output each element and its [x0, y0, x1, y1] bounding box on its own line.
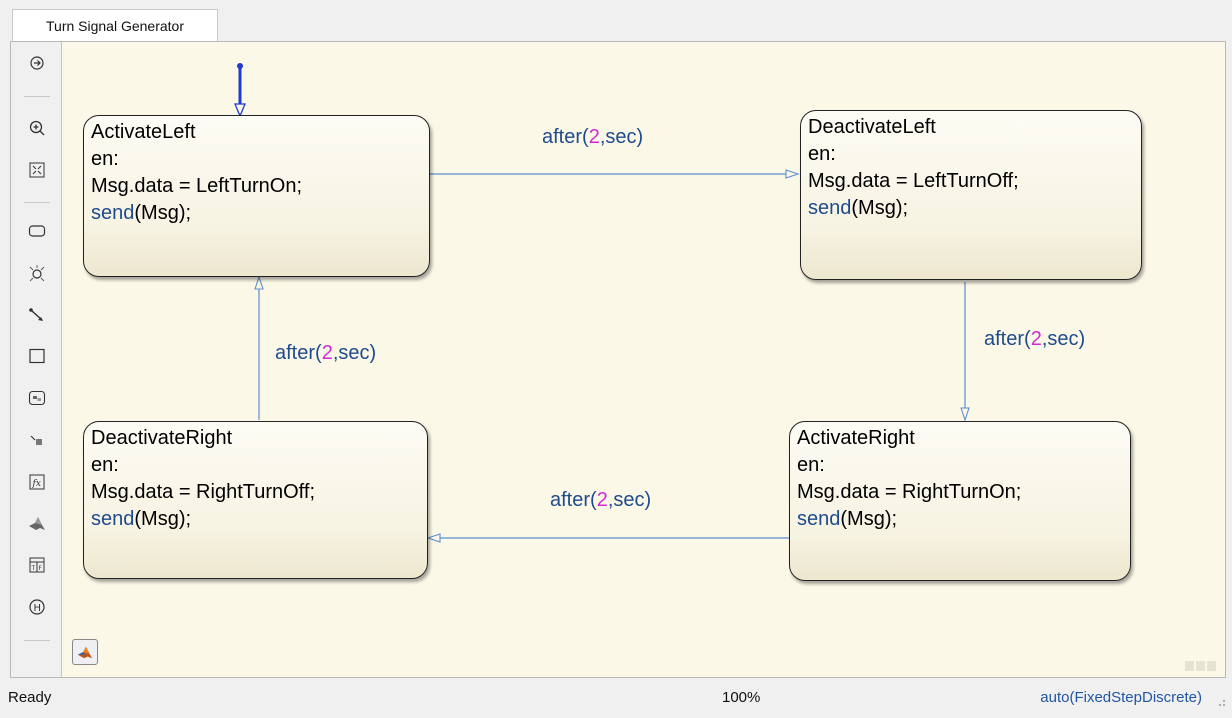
box-icon[interactable] [25, 345, 49, 367]
transition-arrowhead [254, 275, 264, 290]
send-keyword: send [797, 508, 841, 530]
canvas-scroll-grip[interactable] [1185, 661, 1217, 671]
tab-bar: Turn Signal Generator [0, 0, 1232, 42]
send-keyword: send [808, 197, 852, 219]
state-send-line: send(Msg); [797, 506, 1123, 533]
label-unit: ,sec) [599, 126, 644, 148]
state-name: ActivateRight [797, 427, 915, 449]
state-action: Msg.data = RightTurnOff; [91, 481, 315, 503]
state-send-line: send(Msg); [91, 506, 420, 533]
solver-link[interactable]: auto(FixedStepDiscrete) [1040, 689, 1202, 706]
svg-text:H: H [34, 603, 42, 614]
svg-text:T: T [31, 565, 36, 572]
chart-canvas[interactable]: ActivateLeft en: Msg.data = LeftTurnOn; … [62, 42, 1225, 677]
svg-text:F: F [39, 565, 43, 572]
label-function: after( [542, 126, 589, 148]
send-argument: (Msg); [134, 202, 192, 224]
state-entry-label: en: [797, 454, 825, 476]
state-name: ActivateLeft [91, 121, 196, 143]
model-browser-button[interactable] [72, 639, 98, 665]
state-action: Msg.data = LeftTurnOn; [91, 175, 303, 197]
label-function: after( [550, 489, 597, 511]
state-name: DeactivateRight [91, 427, 233, 449]
svg-text:fx: fx [32, 479, 41, 489]
state-icon[interactable] [25, 220, 49, 242]
transition-arrowhead [426, 533, 441, 543]
state-deactivate-right[interactable]: DeactivateRight en: Msg.data = RightTurn… [83, 421, 428, 579]
send-argument: (Msg); [840, 508, 898, 530]
default-transition-icon[interactable] [25, 304, 49, 326]
label-number: 2 [588, 126, 600, 148]
resize-grip-icon[interactable] [1214, 695, 1226, 707]
state-send-line: send(Msg); [808, 195, 1134, 222]
send-argument: (Msg); [851, 197, 909, 219]
label-unit: ,sec) [332, 342, 377, 364]
transition-arrowhead [960, 407, 970, 422]
status-bar: Ready 100% auto(FixedStepDiscrete) [0, 678, 1232, 711]
back-arrow-icon[interactable] [25, 52, 49, 74]
palette-divider [24, 96, 50, 97]
label-function: after( [984, 328, 1031, 350]
transition-label-top[interactable]: after(2,sec) [542, 126, 643, 149]
state-action: Msg.data = RightTurnOn; [797, 481, 1022, 503]
label-number: 2 [321, 342, 333, 364]
transition-label-bottom[interactable]: after(2,sec) [550, 489, 651, 512]
state-action: Msg.data = LeftTurnOff; [808, 170, 1019, 192]
fit-to-view-icon[interactable] [25, 159, 49, 181]
palette-divider [24, 640, 50, 641]
transition-arrowhead [785, 169, 800, 179]
label-unit: ,sec) [607, 489, 652, 511]
label-unit: ,sec) [1041, 328, 1086, 350]
junction-icon[interactable] [25, 262, 49, 284]
state-activate-right[interactable]: ActivateRight en: Msg.data = RightTurnOn… [789, 421, 1131, 581]
send-keyword: send [91, 508, 135, 530]
zoom-in-icon[interactable] [25, 117, 49, 139]
matlab-icon [77, 646, 93, 659]
zoom-level: 100% [722, 689, 761, 706]
tab-turn-signal-generator[interactable]: Turn Signal Generator [12, 9, 218, 42]
status-text: Ready [8, 689, 52, 706]
palette-divider [24, 202, 50, 203]
transition-label-right[interactable]: after(2,sec) [984, 328, 1085, 351]
state-entry-label: en: [808, 143, 836, 165]
transition-lines [234, 63, 970, 543]
state-deactivate-left[interactable]: DeactivateLeft en: Msg.data = LeftTurnOf… [800, 110, 1142, 280]
simulink-function-icon[interactable] [25, 429, 49, 451]
send-keyword: send [91, 202, 135, 224]
default-transition-arrowhead [234, 103, 246, 118]
state-activate-left[interactable]: ActivateLeft en: Msg.data = LeftTurnOn; … [83, 115, 430, 277]
simulink-state-icon[interactable] [25, 387, 49, 409]
matlab-icon[interactable] [25, 513, 49, 535]
history-junction-icon[interactable]: H [25, 596, 49, 618]
state-entry-label: en: [91, 148, 119, 170]
transition-label-left[interactable]: after(2,sec) [275, 342, 376, 365]
send-argument: (Msg); [134, 508, 192, 530]
state-send-line: send(Msg); [91, 200, 422, 227]
matlab-function-icon[interactable]: fx [25, 471, 49, 493]
label-function: after( [275, 342, 322, 364]
label-number: 2 [596, 489, 608, 511]
state-name: DeactivateLeft [808, 116, 936, 138]
label-number: 2 [1030, 328, 1042, 350]
state-entry-label: en: [91, 454, 119, 476]
